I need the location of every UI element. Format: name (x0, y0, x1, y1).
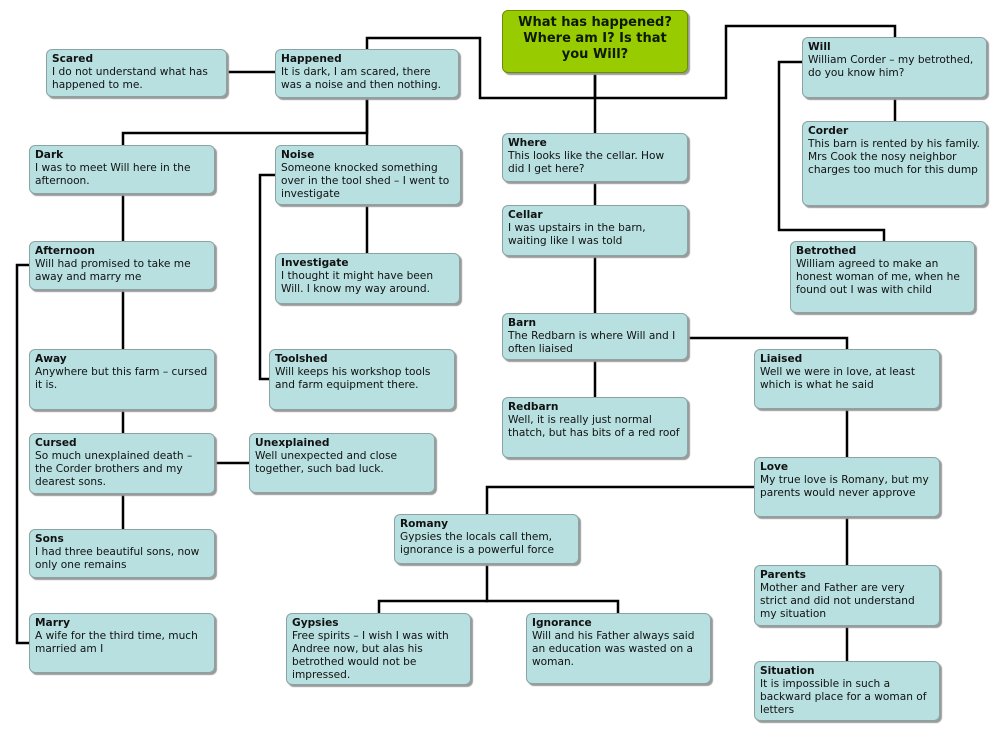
node-parents[interactable]: Parents Mother and Father are very stric… (754, 565, 940, 626)
node-unexplained[interactable]: Unexplained Well unexpected and close to… (249, 433, 435, 493)
node-body: Gypsies the locals call them, ignorance … (400, 531, 554, 556)
node-away[interactable]: Away Anywhere but this farm – cursed it … (29, 349, 215, 410)
connector-love-romany (485, 485, 757, 517)
node-body: This barn is rented by his family. Mrs C… (808, 138, 980, 176)
node-body: Will keeps his workshop tools and farm e… (275, 366, 431, 391)
node-scared[interactable]: Scared I do not understand what has happ… (46, 49, 227, 97)
node-title: Where (508, 137, 547, 149)
node-cellar[interactable]: Cellar I was upstairs in the barn, waiti… (502, 205, 688, 256)
node-title: Situation (760, 665, 815, 677)
node-noise[interactable]: Noise Someone knocked something over in … (275, 145, 461, 205)
node-love[interactable]: Love My true love is Romany, but my pare… (754, 457, 940, 517)
node-title: Away (35, 353, 67, 365)
connector-romany-ignorance (485, 599, 620, 616)
connector-happened-dark (121, 96, 369, 148)
node-body: Someone knocked something over in the to… (281, 162, 450, 200)
node-body: William agreed to make an honest woman o… (796, 258, 960, 296)
node-body: I do not understand what has happened to… (52, 66, 208, 91)
node-body: Will had promised to take me away and ma… (35, 258, 191, 283)
node-title: Betrothed (796, 245, 857, 257)
node-title: Parents (760, 569, 806, 581)
node-body: I was to meet Will here in the afternoon… (35, 162, 191, 187)
node-title: Dark (35, 149, 64, 161)
node-body: I thought it might have been Will. I kno… (281, 270, 434, 295)
connector-romany-gypsies (377, 562, 489, 616)
node-body: A wife for the third time, much married … (35, 630, 198, 655)
node-title: Investigate (281, 257, 349, 269)
node-sons[interactable]: Sons I had three beautiful sons, now onl… (29, 529, 215, 578)
node-body: I had three beautiful sons, now only one… (35, 546, 200, 571)
connector-will-betrothed (777, 60, 886, 244)
node-title: Ignorance (532, 617, 592, 629)
node-title: Cursed (35, 437, 77, 449)
node-title: Afternoon (35, 245, 95, 257)
node-happened[interactable]: Happened It is dark, I am scared, there … (275, 49, 459, 98)
node-gypsies[interactable]: Gypsies Free spirits – I wish I was with… (286, 613, 471, 685)
node-cursed[interactable]: Cursed So much unexplained death – the C… (29, 433, 215, 494)
node-where[interactable]: Where This looks like the cellar. How di… (502, 133, 688, 182)
node-body: The Redbarn is where Will and I often li… (508, 330, 676, 355)
node-body: It is impossible in such a backward plac… (760, 678, 927, 716)
connector-barn-liaised (685, 336, 849, 352)
node-title: Marry (35, 617, 71, 629)
node-marry[interactable]: Marry A wife for the third time, much ma… (29, 613, 215, 673)
node-title: Will (808, 41, 831, 53)
node-body: I was upstairs in the barn, waiting like… (508, 222, 646, 247)
node-title: Toolshed (275, 353, 328, 365)
root-question-node[interactable]: What has happened? Where am I? Is that y… (502, 10, 688, 73)
node-title: Sons (35, 533, 64, 545)
node-title: Redbarn (508, 401, 559, 413)
node-body: This looks like the cellar. How did I ge… (508, 150, 665, 175)
node-betrothed[interactable]: Betrothed William agreed to make an hone… (790, 241, 975, 313)
node-ignorance[interactable]: Ignorance Will and his Father always sai… (526, 613, 711, 684)
connector-afternoon-marry (15, 263, 32, 645)
node-title: Cellar (508, 209, 543, 221)
node-body: Free spirits – I wish I was with Andree … (292, 630, 449, 681)
node-body: Anywhere but this farm – cursed it is. (35, 366, 208, 391)
node-body: Will and his Father always said an educa… (532, 630, 695, 668)
node-afternoon[interactable]: Afternoon Will had promised to take me a… (29, 241, 215, 290)
node-body: Well, it is really just normal thatch, b… (508, 414, 680, 439)
connector-root-will (593, 24, 897, 100)
node-title: Noise (281, 149, 315, 161)
node-romany[interactable]: Romany Gypsies the locals call them, ign… (394, 514, 579, 564)
node-title: Corder (808, 125, 849, 137)
node-title: Unexplained (255, 437, 330, 449)
node-title: Gypsies (292, 617, 339, 629)
node-barn[interactable]: Barn The Redbarn is where Will and I oft… (502, 313, 688, 360)
node-body: Mother and Father are very strict and di… (760, 582, 915, 620)
node-dark[interactable]: Dark I was to meet Will here in the afte… (29, 145, 215, 194)
node-redbarn[interactable]: Redbarn Well, it is really just normal t… (502, 397, 688, 458)
node-toolshed[interactable]: Toolshed Will keeps his workshop tools a… (269, 349, 455, 410)
node-title: Scared (52, 53, 94, 65)
node-body: Well unexpected and close together, such… (255, 450, 398, 475)
node-body: Well we were in love, at least which is … (760, 366, 915, 391)
node-body: William Corder – my betrothed, do you kn… (808, 54, 974, 79)
node-title: Happened (281, 53, 342, 65)
node-title: Liaised (760, 353, 803, 365)
node-body: My true love is Romany, but my parents w… (760, 474, 929, 499)
node-situation[interactable]: Situation It is impossible in such a bac… (754, 661, 940, 721)
node-investigate[interactable]: Investigate I thought it might have been… (275, 253, 460, 304)
node-title: Love (760, 461, 789, 473)
node-liaised[interactable]: Liaised Well we were in love, at least w… (754, 349, 940, 409)
node-title: Barn (508, 317, 536, 329)
node-body: So much unexplained death – the Corder b… (35, 450, 193, 488)
node-corder[interactable]: Corder This barn is rented by his family… (802, 121, 987, 206)
node-will[interactable]: Will William Corder – my betrothed, do y… (802, 37, 987, 98)
node-body: It is dark, I am scared, there was a noi… (281, 66, 442, 91)
root-question-text: What has happened? Where am I? Is that y… (518, 15, 672, 62)
connector-noise-toolshed (258, 173, 278, 381)
node-title: Romany (400, 518, 449, 530)
